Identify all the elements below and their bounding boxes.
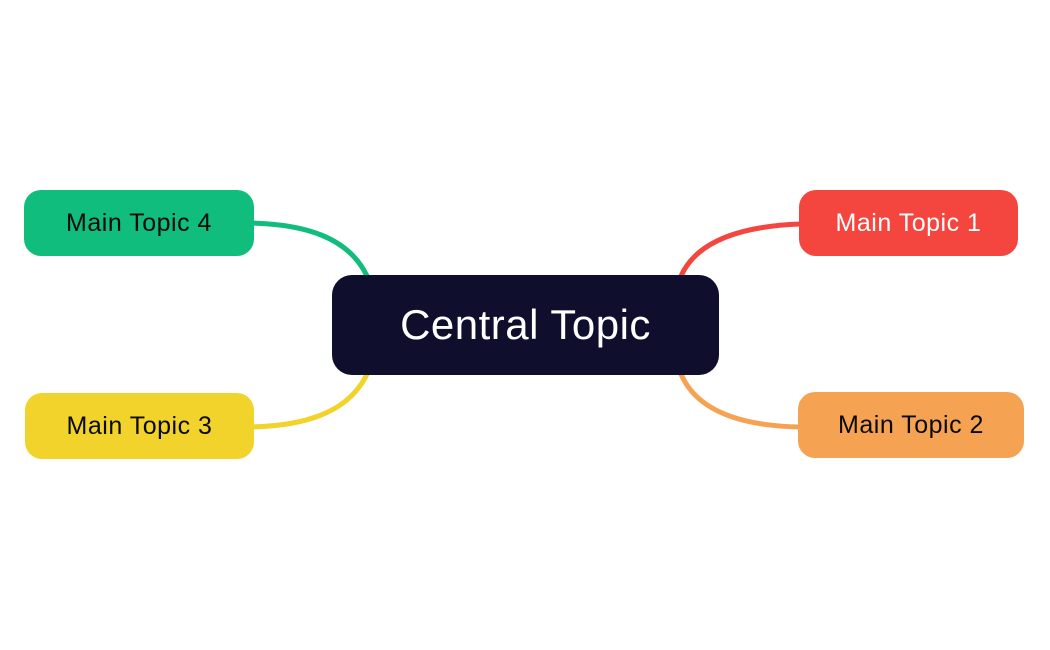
node-main-topic-1[interactable]: Main Topic 1 [799, 190, 1018, 256]
main-topic-4-label: Main Topic 4 [66, 208, 212, 237]
connector-main-topic-3 [247, 371, 370, 430]
main-topic-3-label: Main Topic 3 [66, 411, 213, 440]
connector-main-topic-1 [678, 221, 803, 279]
node-central-topic[interactable]: Central Topic [332, 275, 719, 375]
connector-main-topic-2 [678, 371, 803, 430]
central-topic-label: Central Topic [400, 301, 651, 348]
main-topic-1-label: Main Topic 1 [835, 208, 982, 237]
node-main-topic-2[interactable]: Main Topic 2 [798, 392, 1024, 458]
node-main-topic-3[interactable]: Main Topic 3 [25, 393, 254, 459]
main-topic-2-label: Main Topic 2 [838, 410, 984, 439]
node-main-topic-4[interactable]: Main Topic 4 [24, 190, 254, 256]
connector-main-topic-4 [247, 220, 370, 279]
